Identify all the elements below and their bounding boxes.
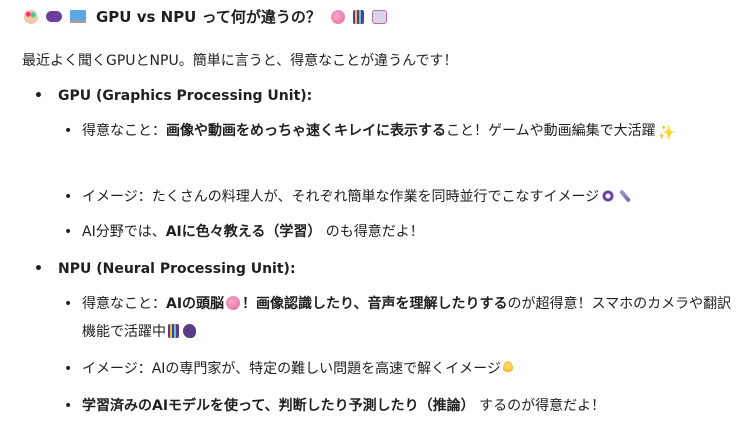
bullet: •	[64, 361, 73, 377]
section-heading: NPU (Neural Processing Unit):	[58, 261, 296, 277]
brain-icon	[226, 296, 241, 310]
list-item: • イメージ：AIの専門家が、特定の難しい問題を高速で解くイメージ	[64, 355, 734, 383]
list-item-gpu: • GPU (Graphics Processing Unit):	[34, 88, 312, 104]
abacus-icon	[168, 324, 179, 338]
magnifying-glass-icon	[601, 189, 616, 203]
brain-icon	[330, 9, 345, 24]
item-bold: 学習済みのAIモデルを使って、判断したり予測したり（推論）	[82, 398, 475, 414]
list-item: • 学習済みのAIモデルを使って、判断したり予測したり（推論） するのが得意だよ…	[64, 392, 734, 420]
list-item: • イメージ：たくさんの料理人が、それぞれ簡単な作業を同時並行でこなすイメージ	[64, 183, 734, 211]
heading-text: GPU vs NPU って何が違うの？	[96, 8, 321, 26]
sparkles-icon: ✨	[657, 125, 676, 141]
item-prefix: イメージ：たくさんの料理人が、それぞれ簡単な作業を同時並行でこなすイメージ	[82, 189, 600, 205]
bullet: •	[34, 261, 43, 277]
item-prefix: 得意なこと：	[82, 123, 166, 139]
response-heading: GPU vs NPU って何が違うの？	[22, 6, 389, 27]
bullet: •	[34, 88, 43, 104]
item-bold-2: ！画像認識したり、音声を理解したりする	[242, 296, 508, 312]
item-bold: 画像や動画をめっちゃ速くキレイに表示する	[166, 123, 446, 139]
speaking-head-icon	[183, 324, 196, 338]
bullet: •	[64, 189, 73, 205]
item-prefix: AI分野では、	[82, 224, 166, 240]
intro-paragraph: 最近よく聞くGPUとNPU。簡単に言うと、得意なことが違うんです！	[22, 53, 458, 69]
game-controller-icon	[46, 11, 62, 22]
bullet: •	[64, 224, 73, 240]
list-item: • 得意なこと：AIの頭脳 ！画像認識したり、音声を理解したりするのが超得意！スマ…	[64, 290, 734, 346]
section-heading: GPU (Graphics Processing Unit):	[58, 88, 313, 104]
light-bulb-icon	[502, 361, 513, 375]
palette-icon	[24, 9, 38, 24]
laptop-icon	[70, 10, 86, 23]
bullet: •	[64, 398, 73, 414]
item-suffix: のも得意だよ！	[321, 224, 424, 240]
list-item: • 得意なこと：画像や動画をめっちゃ速くキレイに表示すること！ゲームや動画編集で…	[64, 117, 734, 145]
item-suffix: のが超得意！スマホのカメラや翻訳機能で活躍中	[82, 296, 732, 340]
item-suffix: こと！ゲームや動画編集で大活躍	[446, 123, 656, 139]
list-item-npu: • NPU (Neural Processing Unit):	[34, 261, 296, 277]
item-bold: AIに色々教える（学習）	[165, 224, 322, 240]
item-suffix: するのが得意だよ！	[474, 398, 606, 414]
item-bold: AIの頭脳	[166, 296, 225, 312]
list-item: • AI分野では、AIに色々教える（学習） のも得意だよ！	[64, 218, 734, 246]
bullet: •	[64, 296, 73, 312]
item-prefix: 得意なこと：	[82, 296, 166, 312]
item-prefix: イメージ：AIの専門家が、特定の難しい問題を高速で解くイメージ	[82, 361, 501, 377]
knife-icon	[619, 189, 632, 203]
abacus-icon	[352, 9, 364, 24]
bullet: •	[64, 123, 73, 139]
robot-icon	[371, 9, 387, 24]
